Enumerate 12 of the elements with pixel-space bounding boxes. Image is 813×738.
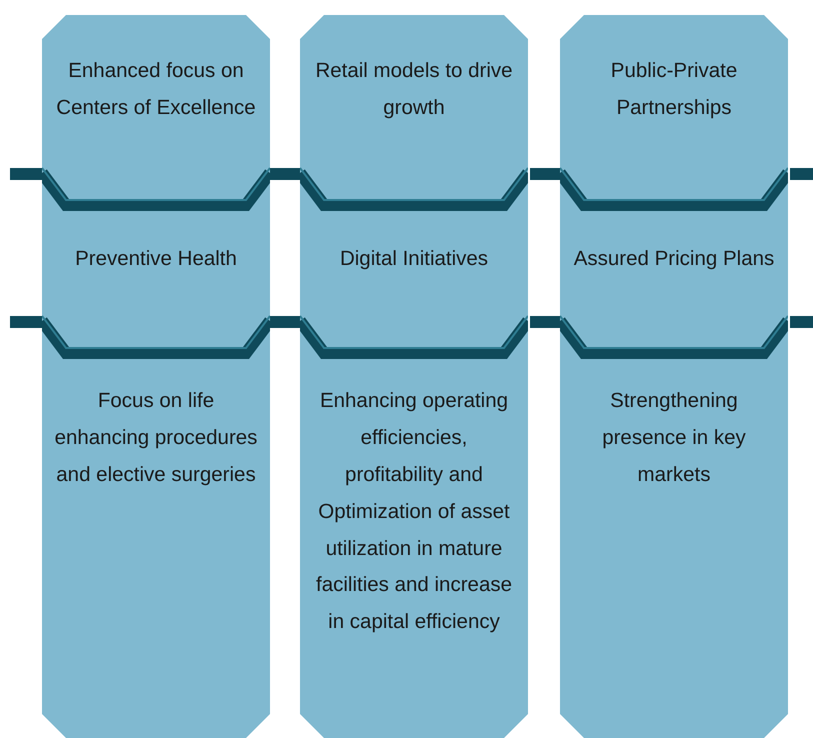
column-panel — [300, 15, 528, 738]
panel-text: Strengthening presence in key markets — [601, 388, 747, 488]
column-panel — [42, 15, 270, 738]
panel-text: Retail models to drive growth — [314, 58, 514, 121]
panel-text: Preventive Health — [74, 246, 238, 272]
panel-text: Digital Initiatives — [338, 246, 490, 272]
panel-text: Enhanced focus on Centers of Excellence — [55, 58, 257, 121]
panel-text: Enhancing operating efficiencies, profitability and Optimization of asset utilization in mature facilities and increase in capital efficiency — [315, 388, 513, 636]
panel-text: Public-Private Partnerships — [610, 58, 738, 121]
column-panel — [560, 15, 788, 738]
panel-text: Focus on life enhancing procedures and elective surgeries — [54, 388, 258, 488]
panel-text: Assured Pricing Plans — [572, 246, 776, 272]
